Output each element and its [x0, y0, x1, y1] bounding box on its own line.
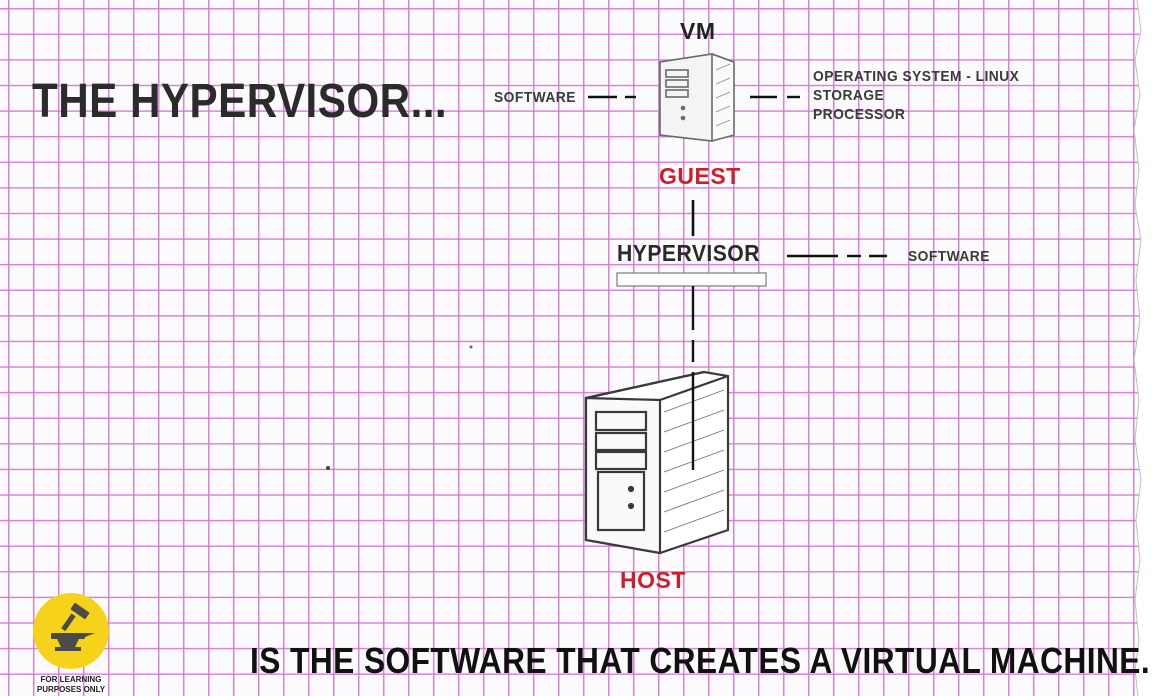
host-tower-icon — [584, 370, 730, 555]
vm-tower-icon — [659, 53, 735, 142]
vm-os-note: OPERATING SYSTEM - LINUX — [813, 68, 1020, 85]
hypervisor-label: HYPERVISOR — [617, 240, 760, 266]
vm-label: VM — [680, 18, 716, 44]
paper-speck — [326, 466, 330, 470]
page-title: THE HYPERVISOR... — [32, 75, 448, 128]
tagline: IS THE SOFTWARE THAT CREATES A VIRTUAL M… — [250, 640, 1151, 681]
hypervisor-software-note: SOFTWARE — [908, 248, 990, 265]
vm-processor-note: PROCESSOR — [813, 106, 906, 123]
badge-text-line1: FOR LEARNING — [40, 675, 102, 684]
paper-speck — [469, 345, 473, 349]
host-label: HOST — [620, 567, 686, 593]
vm-software-note: SOFTWARE — [494, 89, 576, 106]
guest-label: GUEST — [659, 163, 741, 189]
anvil-hammer-icon — [51, 602, 95, 651]
torn-paper-edge — [1133, 0, 1153, 696]
vm-storage-note: STORAGE — [813, 87, 885, 104]
badge-text-line2: PURPOSES ONLY — [36, 685, 106, 694]
learning-badge — [33, 593, 109, 669]
hypervisor-bar — [616, 272, 767, 287]
